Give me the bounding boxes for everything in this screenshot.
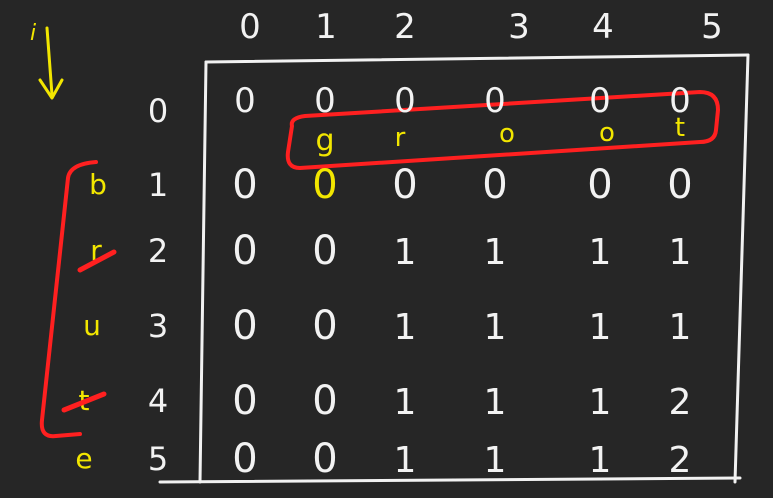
cell-r0-c3: 0	[484, 81, 506, 121]
target-letter-1: r	[395, 123, 406, 153]
cell-r2-c5: 1	[669, 232, 692, 273]
row-index-header: 0 1 2 3 4 5	[148, 92, 168, 478]
cell-r2-c4: 1	[589, 232, 612, 273]
cell-r1-c2: 0	[392, 162, 417, 208]
grid-right-line	[733, 53, 750, 484]
cell-r1-c4: 0	[587, 162, 612, 208]
source-letter-0: b	[89, 168, 107, 201]
grid-top-line	[204, 53, 750, 64]
target-letter-2: o	[499, 119, 515, 149]
grid-left-line	[198, 60, 208, 484]
dp-cells: 0 0 0 0 0 0 0 0 0 0 0 0 0 0 1 1 1 1 0 0 1 1 1 1 0 0 1 1 1 2 0 0 1 1 1 2	[232, 81, 692, 482]
cell-r3-c3: 1	[484, 307, 507, 348]
cell-r5-c5: 2	[669, 440, 692, 481]
cell-r3-c4: 1	[589, 307, 612, 348]
row-index-4: 4	[148, 382, 168, 420]
cell-r1-c3: 0	[482, 162, 507, 208]
cell-r4-c4: 1	[589, 382, 612, 423]
column-index-3: 3	[508, 7, 530, 47]
source-string-bracket	[39, 160, 98, 439]
source-string-letters: brute	[75, 168, 107, 475]
column-index-0: 0	[239, 7, 261, 47]
cell-r0-c0: 0	[234, 81, 256, 121]
column-index-2: 2	[394, 7, 416, 47]
row-index-1: 1	[148, 166, 168, 204]
target-string-highlight	[285, 90, 720, 170]
cell-r4-c0: 0	[232, 378, 257, 424]
cell-r1-c1: 0	[312, 162, 337, 208]
cell-r2-c3: 1	[484, 232, 507, 273]
source-letter-2: u	[83, 309, 101, 342]
cell-r3-c0: 0	[232, 303, 257, 349]
cell-r3-c5: 1	[669, 307, 692, 348]
row-index-0: 0	[148, 92, 168, 130]
column-index-4: 4	[592, 7, 614, 47]
cell-r0-c1: 0	[314, 81, 336, 121]
cell-r5-c0: 0	[232, 436, 257, 482]
grid-bottom-line	[158, 476, 742, 484]
target-letter-3: o	[599, 118, 615, 148]
cell-r1-c5: 0	[667, 162, 692, 208]
cell-r0-c5: 0	[669, 81, 691, 121]
cell-r4-c2: 1	[394, 382, 417, 423]
target-letter-4: t	[675, 113, 685, 143]
cell-r5-c1: 0	[312, 436, 337, 482]
cell-r2-c1: 0	[312, 228, 337, 274]
cell-r5-c2: 1	[394, 440, 417, 481]
target-letter-0: g	[315, 123, 334, 158]
cell-r0-c2: 0	[394, 81, 416, 121]
crossout-letter-4	[61, 391, 107, 413]
column-index-5: 5	[701, 7, 723, 47]
column-index-header: 0 1 2 3 4 5	[239, 7, 723, 47]
cell-r3-c2: 1	[394, 307, 417, 348]
cell-r5-c4: 1	[589, 440, 612, 481]
cell-r3-c1: 0	[312, 303, 337, 349]
cell-r0-c4: 0	[589, 81, 611, 121]
cell-r4-c3: 1	[484, 382, 507, 423]
i-label: i	[30, 21, 36, 46]
row-index-5: 5	[148, 440, 168, 478]
cell-r2-c2: 1	[394, 232, 417, 273]
column-index-1: 1	[315, 7, 337, 47]
cell-r1-c0: 0	[232, 162, 257, 208]
row-index-2: 2	[148, 232, 168, 270]
cell-r5-c3: 1	[484, 440, 507, 481]
crossout-letter-2	[77, 249, 117, 273]
source-crossouts	[61, 249, 117, 413]
cell-r2-c0: 0	[232, 228, 257, 274]
source-letter-4: e	[75, 442, 92, 475]
table-grid	[158, 53, 750, 484]
row-index-3: 3	[148, 307, 168, 345]
i-direction-arrow: i	[30, 21, 64, 100]
cell-r4-c1: 0	[312, 378, 337, 424]
cell-r4-c5: 2	[669, 382, 692, 423]
